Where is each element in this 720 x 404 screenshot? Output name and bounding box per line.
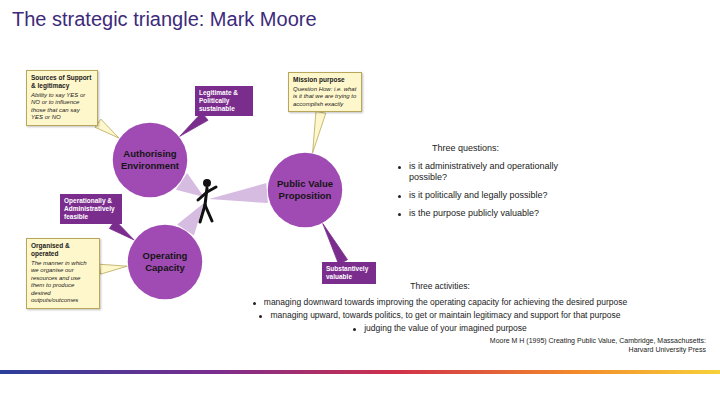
person-figure — [198, 179, 216, 222]
bullet-text: is it politically and legally possible? — [409, 190, 548, 202]
node-heading: Mission purpose — [293, 76, 357, 84]
bullet-text: managing downward towards improving the … — [264, 297, 627, 308]
reference-note: Moore M H (1995) Creating Public Value, … — [470, 336, 706, 354]
bullet-row: is it administratively and operationally… — [398, 161, 573, 184]
node-heading: Sources of Support & legitimacy — [31, 74, 93, 90]
text-group: Three activities: managing downward towar… — [170, 281, 710, 334]
bullet-row: is the purpose publicly valuable? — [398, 208, 573, 220]
bullet-text: managing upward, towards politics, to ge… — [270, 310, 620, 321]
colour-bar — [0, 370, 720, 374]
node-body: Ability to say YES or NO or to influence… — [31, 92, 93, 122]
strategy-circle: Authorising Environment — [112, 122, 188, 198]
text-group: Moore M H (1995) Creating Public Value, … — [470, 336, 706, 354]
bullet-dot — [398, 166, 401, 169]
bullet-text: is the purpose publicly valuable? — [409, 208, 539, 220]
callout-box: Sources of Support & legitimacyAbility t… — [26, 70, 98, 126]
bullet-dot — [353, 328, 356, 331]
node-heading: Public Value Proposition — [267, 178, 343, 203]
bullet-text: is it administratively and operationally… — [409, 161, 573, 184]
bullet-dot — [398, 213, 401, 216]
wedge — [209, 183, 268, 203]
callout-pointer — [323, 224, 348, 265]
callout-pointer — [99, 264, 127, 274]
label-box: Legitimate & Politically sustainable — [195, 86, 253, 116]
section-heading: Three activities: — [170, 281, 710, 292]
label-box: Substantively valuable — [322, 262, 376, 284]
node-body: The manner in which we organise our reso… — [31, 260, 95, 305]
callout-pointer — [95, 119, 119, 138]
circle-fill — [268, 153, 342, 227]
bullet-row: managing downward towards improving the … — [170, 297, 710, 308]
strategy-circle: Public Value Proposition — [267, 152, 343, 228]
bullet-dot — [253, 302, 256, 305]
bullet-row: judging the value of your imagined purpo… — [170, 323, 710, 334]
node-heading: Organised & operated — [31, 242, 95, 258]
callout-box: Organised & operatedThe manner in which … — [26, 238, 100, 309]
node-heading: Legitimate & Politically sustainable — [199, 89, 249, 113]
callout-box: Mission purposeQuestion How: i.e. what i… — [288, 72, 362, 112]
slide-title: The strategic triangle: Mark Moore — [12, 8, 317, 31]
text-group: Three questions: is it administratively a… — [398, 143, 598, 219]
circle-fill — [113, 123, 187, 197]
bullet-dot — [398, 195, 401, 198]
strategy-circle: Operating Capacity — [127, 224, 203, 300]
node-heading: Operating Capacity — [127, 250, 203, 275]
bullet-dot — [259, 315, 262, 318]
bullet-text: judging the value of your imagined purpo… — [364, 323, 527, 334]
node-heading: Operationally & Administratively feasibl… — [64, 197, 118, 221]
node-heading: Authorising Environment — [112, 148, 188, 173]
callout-pointer — [313, 111, 326, 152]
node-body: Question How: i.e. what is it that we ar… — [293, 86, 357, 109]
bullet-row: is it politically and legally possible? — [398, 190, 573, 202]
label-box: Operationally & Administratively feasibl… — [60, 194, 122, 224]
circle-fill — [128, 225, 202, 299]
section-heading: Three questions: — [432, 143, 598, 155]
node-heading: Substantively valuable — [326, 265, 372, 281]
bullet-row: managing upward, towards politics, to ge… — [170, 310, 710, 321]
